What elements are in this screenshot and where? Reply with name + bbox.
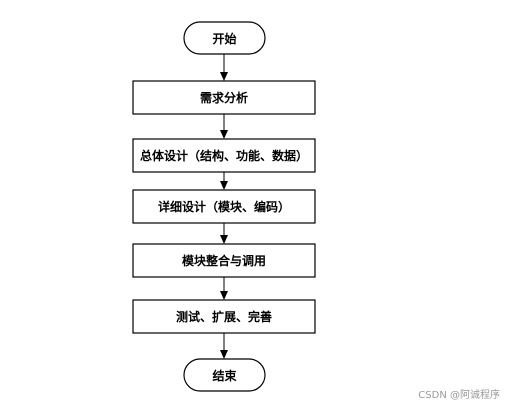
end-terminal <box>183 358 266 392</box>
end-label: 结束 <box>212 368 237 383</box>
step-label-4: 模块整合与调用 <box>181 254 266 268</box>
step-label-5: 测试、扩展、完善 <box>175 310 272 324</box>
arrowhead-5 <box>220 291 228 300</box>
arrowhead-1 <box>220 72 228 81</box>
arrowhead-6 <box>220 350 228 359</box>
start-label: 开始 <box>212 31 237 46</box>
step-label-3: 详细设计（模块、编码） <box>157 200 290 214</box>
step-label-2: 总体设计（结构、功能、数据） <box>139 149 308 163</box>
watermark-text: CSDN @阿诚程序 <box>418 390 500 401</box>
arrowhead-3 <box>220 181 228 190</box>
step-box-4 <box>132 243 316 278</box>
step-box-1 <box>132 80 316 115</box>
step-box-5 <box>132 299 316 334</box>
arrowhead-2 <box>220 130 228 139</box>
arrowhead-4 <box>220 235 228 244</box>
step-box-2 <box>132 138 316 173</box>
step-label-1: 需求分析 <box>199 91 248 105</box>
